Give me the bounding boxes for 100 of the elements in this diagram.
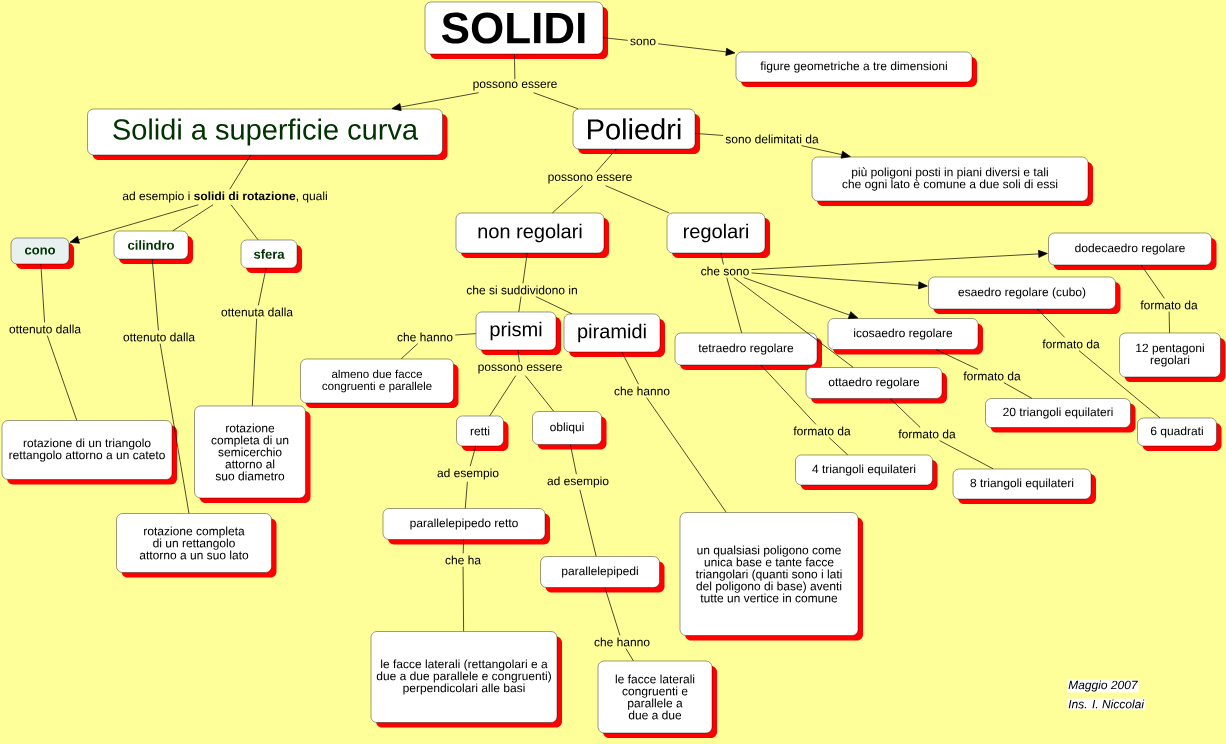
linking-phrase: ad esempio i solidi di rotazione, quali	[122, 191, 327, 203]
connector-line	[602, 37, 629, 41]
connector-line	[552, 185, 583, 214]
linking-phrase: sono	[630, 38, 656, 46]
connector-line	[1037, 308, 1065, 338]
concept-box: 6 quadrati	[1137, 417, 1222, 451]
concept-box: Solidi a superficie curva	[87, 108, 448, 160]
connector-line	[939, 440, 994, 470]
concept-box: obliqui	[532, 411, 607, 450]
arrow	[801, 145, 851, 159]
connector-line	[462, 566, 464, 632]
linking-phrase: ottenuto dalla	[9, 324, 81, 334]
concept-box: dodecaedro regolare	[1048, 232, 1217, 270]
connector-line	[760, 364, 817, 425]
connector-line	[464, 481, 468, 509]
connector-line	[469, 445, 477, 467]
linking-phrase: che si suddividono in	[466, 285, 577, 295]
connector-line	[595, 148, 617, 173]
connector-line	[694, 133, 724, 136]
connector-line	[258, 267, 267, 306]
concept-box: ottaedro regolare	[805, 367, 947, 404]
connector-line	[489, 375, 517, 417]
linking-phrase: ad esempio	[547, 476, 609, 488]
connector-line	[229, 154, 252, 190]
connector-line	[40, 263, 45, 323]
arrow	[751, 250, 1048, 270]
connector-line	[726, 277, 742, 334]
connector-line	[400, 343, 419, 360]
concept-box: sfera	[240, 239, 302, 273]
concept-box: cilindro	[113, 230, 193, 264]
connector-line	[522, 252, 528, 284]
concept-box: un qualsiasi poligono come unica base e tante facce triangolari (quanti sono i lati del poligono di base) aventi tutte un vertice in comune	[679, 512, 863, 641]
connector-line	[514, 53, 516, 80]
connector-line	[462, 539, 464, 554]
connector-line	[621, 351, 639, 385]
connector-line	[1003, 382, 1033, 399]
linking-phrase: ottenuta dalla	[221, 307, 293, 317]
connector-line	[1140, 264, 1165, 299]
signature-text: Maggio 2007	[1067, 679, 1139, 693]
connector-line	[625, 648, 634, 662]
concept-box: icosaedro regolare	[827, 318, 983, 355]
signature-text: Ins. I. Niccolai	[1067, 698, 1145, 710]
linking-phrase: formato da	[1042, 339, 1100, 349]
connector-line	[720, 252, 724, 265]
linking-phrase: che ha	[445, 555, 481, 565]
connector-line	[46, 335, 78, 421]
arrow	[751, 272, 928, 290]
connector-line	[251, 318, 258, 407]
linking-phrase: che sono	[701, 266, 749, 276]
connector-line	[524, 375, 555, 412]
concept-box: cono	[10, 237, 74, 269]
concept-box: 20 triangoli equilateri	[985, 398, 1136, 433]
concept-box: parallelepipedi	[540, 556, 665, 593]
connector-line	[172, 204, 214, 232]
connector-line	[159, 343, 190, 514]
connector-line	[646, 397, 727, 513]
linking-phrase: possono essere	[548, 174, 632, 184]
linking-phrase: ad esempio	[437, 468, 499, 480]
connector-line	[570, 444, 577, 475]
concept-box: almeno due facce congruenti e parallele	[300, 358, 459, 408]
connector-line	[935, 349, 979, 370]
linking-phrase: che hanno	[594, 637, 650, 647]
connector-line	[605, 185, 670, 214]
concept-box: figure geometriche a tre dimensioni	[735, 51, 977, 87]
connector-line	[889, 398, 921, 428]
concept-box: 12 pentagoni regolari	[1119, 332, 1226, 382]
concept-box: tetraedro regolare	[674, 332, 822, 370]
arrow	[657, 43, 736, 56]
concept-box: Poliedri	[572, 108, 700, 154]
concept-box: regolari	[666, 212, 770, 258]
concept-box: SOLIDI	[424, 1, 608, 59]
connector-line	[604, 587, 621, 636]
concept-box: piramidi	[563, 313, 665, 357]
connector-line	[517, 349, 520, 363]
connector-line	[518, 296, 522, 313]
connector-line	[733, 277, 854, 368]
concept-box: le facce laterali congruenti e parallele a due a due	[597, 660, 717, 738]
connector-line	[828, 437, 848, 456]
arrow	[69, 204, 199, 244]
concept-box: rotazione completa di un rettangolo attorno a un suo lato	[116, 513, 277, 578]
connector-line	[151, 258, 159, 331]
arrow	[391, 92, 480, 111]
connector-line	[533, 92, 579, 110]
connector-line	[1168, 311, 1170, 334]
concept-box: le facce laterali (rettangolari e a due a due parallele e congruenti) perpendicolari alle basi	[370, 631, 562, 728]
linking-phrase: formato da	[793, 426, 851, 436]
connector-line	[230, 204, 259, 241]
concept-box: prismi	[475, 311, 561, 355]
linking-phrase: possono essere	[473, 81, 557, 91]
concept-box: 8 triangoli equilateri	[952, 468, 1096, 504]
linking-phrase: formato da	[963, 371, 1021, 381]
linking-phrase: formato da	[898, 429, 956, 439]
concept-box: 4 triangoli equilateri	[795, 454, 938, 490]
connector-line	[454, 333, 477, 336]
linking-phrase: che hanno	[614, 386, 670, 396]
concept-box: esaedro regolare (cubo)	[928, 276, 1121, 314]
linking-phrase: che hanno	[397, 332, 453, 342]
arrow	[743, 277, 859, 319]
concept-box: non regolari	[455, 212, 609, 258]
concept-box: rotazione completa di un semicerchio attorno al suo diametro	[194, 405, 311, 503]
